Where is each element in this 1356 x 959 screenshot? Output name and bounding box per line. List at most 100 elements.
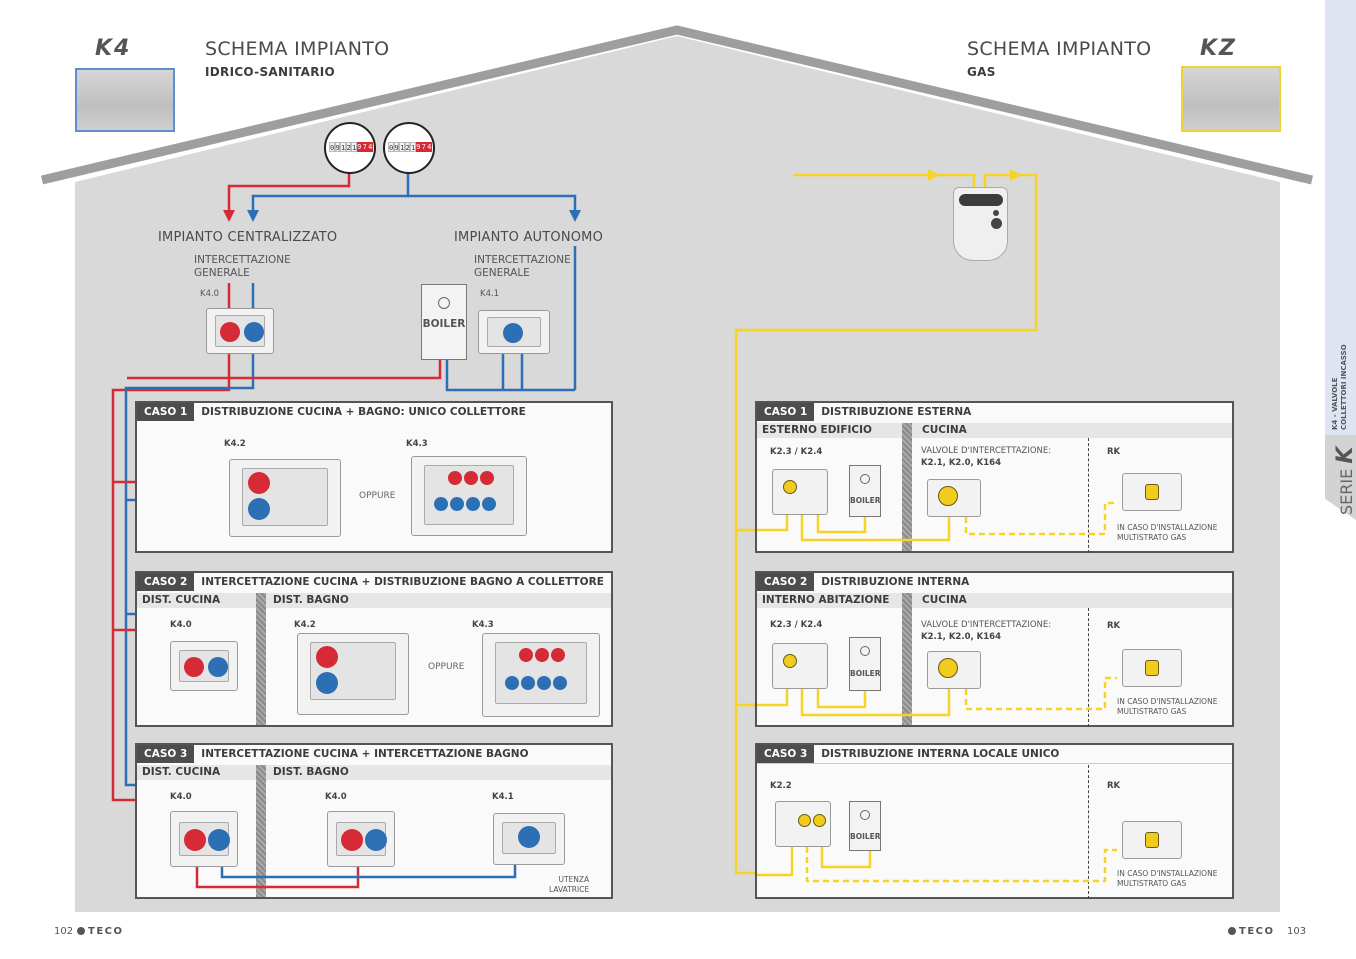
- valve-k4-0: [327, 811, 395, 867]
- valve-k4-0: [170, 641, 238, 691]
- gas-case-3: CASO 3 DISTRIBUZIONE INTERNA LOCALE UNIC…: [755, 743, 1234, 899]
- case-badge: CASO 3: [757, 745, 815, 763]
- water-case-2: CASO 2 INTERCETTAZIONE CUCINA + DISTRIBU…: [135, 571, 613, 727]
- section-cucina: CUCINA: [922, 424, 967, 436]
- gas-case-2: CASO 2 DISTRIBUZIONE INTERNA INTERNO ABI…: [755, 571, 1234, 727]
- section-dist-bagno: DIST. BAGNO: [273, 766, 349, 778]
- or-label: OPPURE: [359, 491, 396, 501]
- gas-valve-k2-3: [772, 469, 828, 515]
- cold-knob: [244, 322, 264, 342]
- case2-gas-pipes: [757, 676, 1117, 717]
- hot-arrow: [223, 210, 235, 222]
- section-dist-cucina: DIST. CUCINA: [142, 766, 221, 778]
- case-badge: CASO 3: [137, 745, 195, 763]
- boiler: BOILER: [849, 465, 881, 517]
- gas-meter-display: [959, 194, 1003, 206]
- wall-divider: [256, 765, 266, 897]
- boiler: BOILER: [849, 801, 881, 851]
- code-label: K4.2: [224, 439, 246, 449]
- gas-valve-k2-2: [775, 801, 831, 847]
- cold-arrow: [569, 210, 581, 222]
- case-title: DISTRIBUZIONE CUCINA + BAGNO: UNICO COLL…: [201, 406, 526, 418]
- wall-divider: [902, 423, 912, 551]
- code-label: K4.3: [472, 620, 494, 630]
- hot-knob: [220, 322, 240, 342]
- cold-pipe: [408, 194, 577, 212]
- section-bar: [137, 593, 611, 608]
- dashed-divider: [1088, 438, 1089, 553]
- code-label: K2.2: [770, 781, 792, 791]
- dashed-divider: [1088, 765, 1089, 899]
- code-label: K4.0: [170, 792, 192, 802]
- branch-autonomo-code: K4.1: [480, 289, 500, 299]
- valve-k4-0: [170, 811, 238, 867]
- boiler: BOILER: [421, 284, 467, 360]
- valve-k4-1: [493, 813, 565, 865]
- right-page-title: SCHEMA IMPIANTO: [967, 38, 1152, 60]
- gauge-icon: [860, 646, 870, 656]
- valve-k4-1: [478, 310, 550, 354]
- rk-note: IN CASO D'INSTALLAZIONE MULTISTRATO GAS: [1117, 523, 1218, 542]
- section-dist-bagno: DIST. BAGNO: [273, 594, 349, 606]
- case3-gas-pipes: [757, 847, 1117, 883]
- code-label: K4.0: [170, 620, 192, 630]
- gas-pipes: [734, 169, 1038, 875]
- house-roof: [40, 25, 1314, 185]
- teco-icon: [1228, 927, 1236, 935]
- manifold-k4-3: [482, 633, 600, 717]
- left-page-title: SCHEMA IMPIANTO: [205, 38, 390, 60]
- case-title: DISTRIBUZIONE INTERNA: [821, 576, 970, 588]
- kz-logo: KZ: [1200, 36, 1237, 61]
- manifold-k4-2: [297, 633, 409, 715]
- left-page-subtitle: IDRICO-SANITARIO: [205, 65, 336, 79]
- rk-fitting: [1122, 473, 1182, 511]
- rk-label: RK: [1107, 447, 1121, 457]
- case-badge: CASO 2: [137, 573, 195, 591]
- section-dist-cucina: DIST. CUCINA: [142, 594, 221, 606]
- boiler-label: BOILER: [422, 318, 466, 330]
- side-tab: [1325, 0, 1356, 435]
- gas-valve-k2-1: [927, 651, 981, 689]
- page-number-left: 102: [54, 926, 74, 937]
- code-label: K4.1: [492, 792, 514, 802]
- serie-k-label: SERIE K: [1333, 446, 1356, 515]
- valve-k4-0: [206, 308, 274, 354]
- valves-label: VALVOLE D'INTERCETTAZIONE:: [921, 446, 1052, 456]
- gas-case-1: CASO 1 DISTRIBUZIONE ESTERNA ESTERNO EDI…: [755, 401, 1234, 553]
- or-label: OPPURE: [428, 662, 465, 672]
- gas-meter: [953, 187, 1008, 261]
- case3-pipes: [195, 865, 517, 889]
- case-title: INTERCETTAZIONE CUCINA + DISTRIBUZIONE B…: [201, 576, 604, 588]
- valves-label: VALVOLE D'INTERCETTAZIONE:: [921, 620, 1052, 630]
- branch-centralizzato-title: IMPIANTO CENTRALIZZATO: [158, 230, 338, 245]
- manifold-k4-2: [229, 459, 341, 537]
- kz-product-thumbnail: [1181, 66, 1281, 132]
- water-case-1: CASO 1 DISTRIBUZIONE CUCINA + BAGNO: UNI…: [135, 401, 613, 553]
- case-title: DISTRIBUZIONE INTERNA LOCALE UNICO: [821, 748, 1060, 760]
- valves-codes: K2.1, K2.0, K164: [921, 458, 1001, 468]
- valves-codes: K2.1, K2.0, K164: [921, 632, 1001, 642]
- rk-label: RK: [1107, 781, 1121, 791]
- rk-note: IN CASO D'INSTALLAZIONE MULTISTRATO GAS: [1117, 697, 1218, 716]
- wall-divider: [902, 593, 912, 725]
- rk-note: IN CASO D'INSTALLAZIONE MULTISTRATO GAS: [1117, 869, 1218, 888]
- branch-autonomo-title: IMPIANTO AUTONOMO: [454, 230, 604, 245]
- case-badge: CASO 2: [757, 573, 815, 591]
- cold-arrow: [247, 210, 259, 222]
- branch-centralizzato-code: K4.0: [200, 289, 220, 299]
- rk-fitting: [1122, 821, 1182, 859]
- case-title: DISTRIBUZIONE ESTERNA: [821, 406, 972, 418]
- section-interno-abitazione: INTERNO ABITAZIONE: [762, 594, 890, 606]
- code-label: K2.3 / K2.4: [770, 620, 823, 630]
- case-badge: CASO 1: [757, 403, 815, 421]
- utenza-lavatrice-note: UTENZA LAVATRICE: [549, 875, 590, 894]
- branch-autonomo-sub: INTERCETTAZIONE GENERALE: [474, 254, 571, 279]
- gauge-icon: [860, 810, 870, 820]
- section-bar: [757, 593, 1232, 608]
- right-page-subtitle: GAS: [967, 65, 996, 79]
- code-label: K4.3: [406, 439, 428, 449]
- code-label: K4.2: [294, 620, 316, 630]
- case1-gas-pipes: [757, 501, 1117, 542]
